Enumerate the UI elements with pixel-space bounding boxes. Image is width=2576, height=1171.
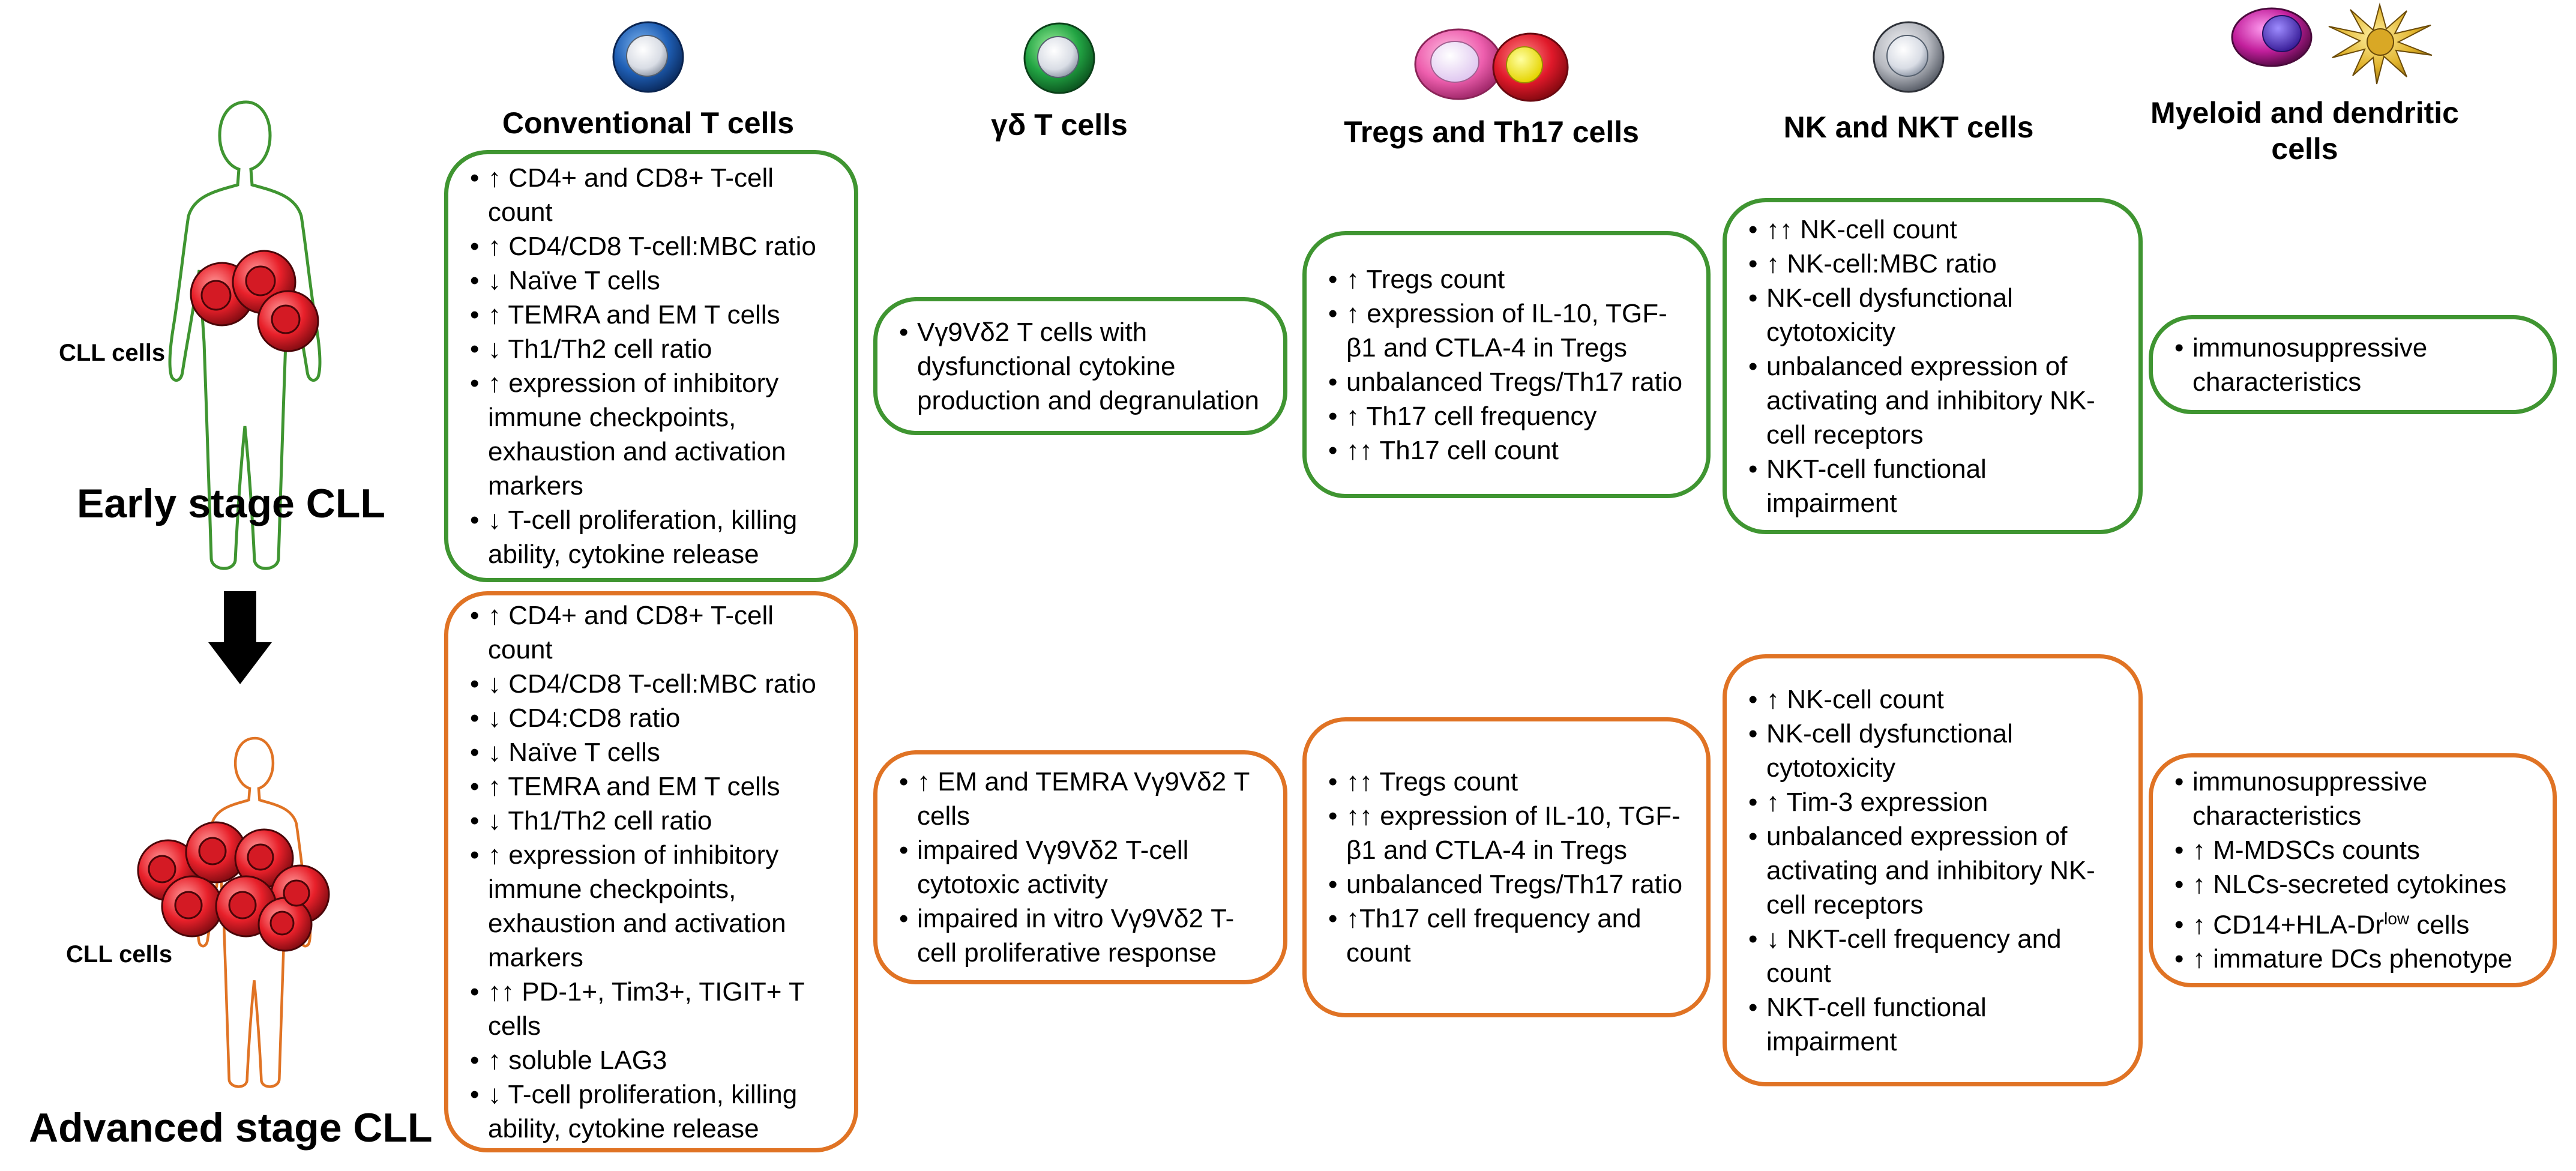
column-title-nk: NK and NKT cells: [1783, 110, 2034, 144]
list-item: ↑↑ Tregs count: [1328, 765, 1688, 799]
advanced-myeloid-box: immunosuppressive characteristics ↑ M-MD…: [2149, 753, 2557, 987]
advanced-myeloid-list: immunosuppressive characteristics ↑ M-MD…: [2174, 765, 2535, 977]
list-item: unbalanced expression of activating and …: [1748, 819, 2120, 922]
column-title-gd: γδ T cells: [991, 108, 1128, 142]
list-item: ↓ Naïve T cells: [470, 263, 836, 298]
cll-cells-early-icon: [190, 250, 319, 352]
list-item: ↑ immature DCs phenotype: [2174, 942, 2535, 976]
early-conventional-list: ↑ CD4+ and CD8+ T-cell count ↑ CD4/CD8 T…: [470, 161, 836, 571]
list-item: NK-cell dysfunctional cytotoxicity: [1748, 717, 2120, 785]
list-item: ↓ CD4:CD8 ratio: [470, 701, 836, 735]
list-item: ↑ NK-cell:MBC ratio: [1748, 247, 2120, 281]
list-item: unbalanced Tregs/Th17 ratio: [1328, 867, 1688, 902]
list-item: ↑ NLCs-secreted cytokines: [2174, 867, 2535, 902]
list-item: ↓ Naïve T cells: [470, 735, 836, 769]
down-arrow-icon: [208, 591, 272, 684]
list-item: ↑ Tregs count: [1328, 262, 1688, 297]
cll-cells-advanced-icon: [137, 821, 330, 952]
advanced-gd-box: ↑ EM and TEMRA Vγ9Vδ2 T cells impaired V…: [873, 750, 1287, 984]
list-item: immunosuppressive characteristics: [2174, 765, 2535, 833]
list-item: ↑ soluble LAG3: [470, 1043, 836, 1077]
list-item: ↑ CD4+ and CD8+ T-cell count: [470, 161, 836, 229]
list-item: immunosuppressive characteristics: [2174, 331, 2535, 399]
hla-suffix: cells: [2409, 910, 2470, 940]
list-item: ↑ expression of inhibitory immune checkp…: [470, 838, 836, 975]
list-item: ↑ expression of inhibitory immune checkp…: [470, 366, 836, 503]
early-myeloid-box: immunosuppressive characteristics: [2149, 315, 2557, 414]
list-item: ↑ Th17 cell frequency: [1328, 399, 1688, 433]
advanced-nk-box: ↑ NK-cell count NK-cell dysfunctional cy…: [1723, 654, 2143, 1086]
cll-cells-label-advanced: CLL cells: [66, 941, 173, 968]
early-gd-box: Vγ9Vδ2 T cells with dysfunctional cytoki…: [873, 297, 1287, 435]
list-item: ↓ CD4/CD8 T-cell:MBC ratio: [470, 667, 836, 701]
list-item: ↑ CD14+HLA-Drlow cells: [2174, 902, 2535, 942]
list-item: NKT-cell functional impairment: [1748, 990, 2120, 1059]
list-item: NK-cell dysfunctional cytotoxicity: [1748, 281, 2120, 349]
list-item: ↑ TEMRA and EM T cells: [470, 769, 836, 804]
advanced-conventional-box: ↑ CD4+ and CD8+ T-cell count ↓ CD4/CD8 T…: [444, 591, 858, 1152]
list-item: ↓ T-cell proliferation, killing ability,…: [470, 1077, 836, 1146]
human-body-icon: [168, 100, 322, 570]
early-myeloid-list: immunosuppressive characteristics: [2174, 331, 2535, 399]
gd-t-cell-icon: [1023, 22, 1095, 94]
list-item: ↑↑ NK-cell count: [1748, 212, 2120, 247]
list-item: ↓ Th1/Th2 cell ratio: [470, 804, 836, 838]
list-item: ↑ EM and TEMRA Vγ9Vδ2 T cells: [899, 765, 1265, 833]
list-item: ↑ CD4+ and CD8+ T-cell count: [470, 598, 836, 667]
column-title-conventional: Conventional T cells: [502, 106, 795, 140]
list-item: ↑ CD4/CD8 T-cell:MBC ratio: [470, 229, 836, 263]
list-item: ↑Th17 cell frequency and count: [1328, 902, 1688, 970]
advanced-nk-list: ↑ NK-cell count NK-cell dysfunctional cy…: [1748, 682, 2120, 1059]
early-stage-label: Early stage CLL: [77, 481, 385, 526]
list-item: unbalanced Tregs/Th17 ratio: [1328, 365, 1688, 399]
list-item: ↑↑ expression of IL-10, TGF-β1 and CTLA-…: [1328, 799, 1688, 867]
list-item: ↑↑ Th17 cell count: [1328, 433, 1688, 468]
list-item: impaired in vitro Vγ9Vδ2 T-cell prolifer…: [899, 902, 1265, 970]
early-nk-box: ↑↑ NK-cell count ↑ NK-cell:MBC ratio NK-…: [1723, 198, 2143, 534]
hla-superscript: low: [2384, 909, 2410, 928]
list-item: impaired Vγ9Vδ2 T-cell cytotoxic activit…: [899, 833, 1265, 902]
column-title-tregs: Tregs and Th17 cells: [1344, 115, 1639, 149]
advanced-gd-list: ↑ EM and TEMRA Vγ9Vδ2 T cells impaired V…: [899, 765, 1265, 970]
list-item: unbalanced expression of activating and …: [1748, 349, 2120, 452]
advanced-tregs-box: ↑↑ Tregs count ↑↑ expression of IL-10, T…: [1302, 717, 1711, 1017]
list-item: ↑ NK-cell count: [1748, 682, 2120, 717]
list-item: ↓ T-cell proliferation, killing ability,…: [470, 503, 836, 571]
early-tregs-list: ↑ Tregs count ↑ expression of IL-10, TGF…: [1328, 262, 1688, 468]
t-cell-icon: [612, 21, 684, 93]
list-item: ↑ Tim-3 expression: [1748, 785, 2120, 819]
list-item: ↑↑ PD-1+, Tim3+, TIGIT+ T cells: [470, 975, 836, 1043]
column-title-myeloid: Myeloid and dendritic cells: [2150, 96, 2459, 166]
list-item: ↑ expression of IL-10, TGF-β1 and CTLA-4…: [1328, 297, 1688, 365]
early-tregs-box: ↑ Tregs count ↑ expression of IL-10, TGF…: [1302, 231, 1711, 498]
nk-cell-icon: [1873, 21, 1945, 93]
early-gd-list: Vγ9Vδ2 T cells with dysfunctional cytoki…: [899, 315, 1265, 418]
advanced-tregs-list: ↑↑ Tregs count ↑↑ expression of IL-10, T…: [1328, 765, 1688, 970]
list-item: NKT-cell functional impairment: [1748, 452, 2120, 520]
advanced-conventional-list: ↑ CD4+ and CD8+ T-cell count ↓ CD4/CD8 T…: [470, 598, 836, 1146]
list-item: ↑ TEMRA and EM T cells: [470, 298, 836, 332]
myeloid-dendritic-icon: [2231, 2, 2433, 85]
advanced-stage-label: Advanced stage CLL: [29, 1105, 433, 1151]
hla-prefix: ↑ CD14+HLA-Dr: [2192, 910, 2385, 940]
list-item: ↓ NKT-cell frequency and count: [1748, 922, 2120, 990]
list-item: Vγ9Vδ2 T cells with dysfunctional cytoki…: [899, 315, 1265, 418]
cll-cells-label-early: CLL cells: [59, 340, 166, 366]
list-item: ↓ Th1/Th2 cell ratio: [470, 332, 836, 366]
early-nk-list: ↑↑ NK-cell count ↑ NK-cell:MBC ratio NK-…: [1748, 212, 2120, 520]
early-conventional-box: ↑ CD4+ and CD8+ T-cell count ↑ CD4/CD8 T…: [444, 150, 858, 582]
treg-th17-icon: [1414, 28, 1569, 102]
list-item: ↑ M-MDSCs counts: [2174, 833, 2535, 867]
